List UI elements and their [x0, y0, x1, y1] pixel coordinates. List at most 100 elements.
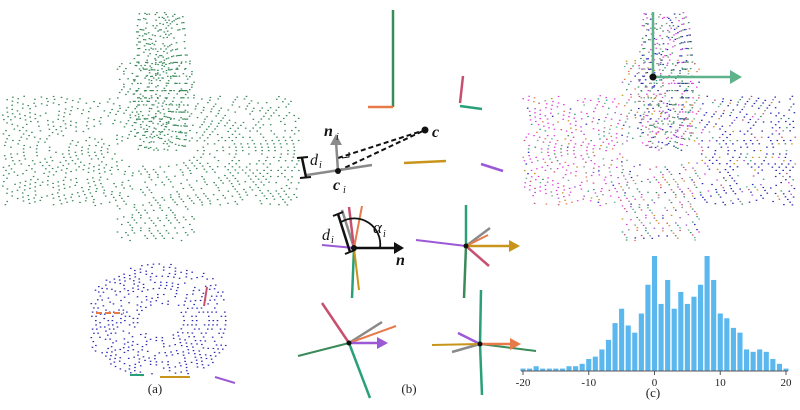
histogram-bar: [540, 368, 546, 371]
label-c: c: [432, 124, 439, 141]
lidar-scan-top: [2, 12, 300, 242]
star-center: [351, 245, 357, 251]
histogram-bar: [599, 349, 605, 371]
label-ni: n: [324, 123, 333, 140]
axis-n-arrowhead: [394, 242, 404, 254]
reference-arrowhead: [730, 70, 742, 84]
normal-arrow-ni: [334, 140, 340, 172]
star-gold: [353, 247, 360, 291]
label-di-sub: i: [319, 160, 322, 171]
segment-lines-a: [96, 286, 236, 384]
histogram-bars: [520, 256, 789, 372]
dashed-line-top: [337, 129, 426, 159]
label-ci-sub: i: [343, 185, 346, 196]
point-c: [421, 126, 429, 134]
segment-crimson-short: [458, 75, 465, 104]
star-right-orange: [465, 234, 489, 247]
star-orange: [353, 205, 363, 249]
histogram-bar: [619, 308, 625, 371]
star-br-gold: [431, 343, 481, 346]
star-right-arrowhead: [509, 240, 520, 252]
star-br-teal-down: [478, 343, 484, 396]
histogram-bar: [763, 351, 769, 371]
x-tick-label: 20: [781, 377, 793, 389]
distance-bar-di: [300, 157, 308, 178]
segment-purple: [214, 376, 236, 384]
histogram-bar: [724, 318, 730, 371]
segment-purple-mid: [480, 162, 504, 173]
star-right-teal-down: [462, 245, 468, 299]
star-bottom-left: [297, 302, 397, 399]
distance-cap-top-2: [332, 211, 344, 217]
histogram-bar: [586, 359, 592, 371]
histogram-bar: [566, 366, 572, 371]
label-alpha: α: [373, 218, 383, 237]
histogram-bar: [737, 332, 743, 371]
reference-origin: [649, 73, 657, 81]
star-bl-orange: [348, 325, 397, 344]
star-bottom-right: [431, 289, 537, 396]
histogram-bar: [717, 313, 723, 371]
histogram-bar: [671, 308, 677, 371]
star-teal: [350, 247, 356, 299]
histogram-bar: [592, 356, 598, 372]
label-ci: c: [333, 177, 340, 194]
histogram-bar: [625, 325, 631, 371]
star-bl-crimson: [320, 302, 351, 344]
star-br-arrowhead: [510, 338, 521, 350]
histogram-bar: [776, 363, 782, 371]
x-tick-label: -20: [516, 377, 531, 389]
dashed-line-bottom: [337, 129, 426, 172]
segment-teal-short: [459, 104, 483, 111]
star-br-crimson: [457, 331, 481, 346]
histogram-bar: [651, 256, 658, 371]
histogram-bar: [711, 279, 717, 371]
histogram-bar: [645, 284, 651, 371]
distance-diagram: n i c c i d i: [296, 123, 439, 196]
histogram-bar: [757, 349, 763, 371]
histogram-bar: [612, 323, 618, 371]
star-bl-arrowhead: [377, 337, 388, 349]
histogram-bar: [770, 359, 776, 371]
star-right-crimson: [465, 245, 490, 267]
angle-arc: [340, 217, 382, 249]
star-right-center: [463, 243, 469, 249]
histogram-bar: [684, 303, 690, 371]
histogram-bar: [691, 296, 697, 371]
segment-gold-mid: [403, 159, 447, 165]
histogram-bar: [665, 279, 671, 371]
histogram-bar: [632, 332, 638, 371]
label-ni-sub: i: [336, 132, 339, 143]
x-tick-label: -10: [581, 377, 596, 389]
histogram-bar: [553, 368, 559, 371]
label-di-2: d: [322, 227, 331, 244]
histogram-bar: [527, 368, 533, 371]
label-di: d: [310, 152, 319, 169]
distance-cap-bottom: [299, 176, 312, 179]
histogram-bar: [750, 351, 756, 371]
histogram-bar: [678, 291, 684, 371]
histogram-bar: [559, 368, 566, 371]
histogram-bar: [638, 313, 644, 371]
histogram-bar: [697, 284, 704, 371]
histogram-bar: [743, 349, 750, 371]
star-bl-teal: [347, 342, 372, 399]
star-bl-gold: [297, 342, 350, 357]
histogram-bar: [533, 366, 539, 371]
panel-b: n i c c i d i d i α i n: [296, 10, 537, 399]
reference-axes: [649, 12, 742, 84]
distance-bar-di-2: [336, 213, 352, 253]
distance-cap-top: [296, 156, 309, 159]
star-br-teal: [478, 289, 483, 345]
label-di-2-sub: i: [331, 235, 334, 246]
histogram-bar: [573, 366, 579, 371]
right-angle-mark: [341, 152, 350, 159]
point-ci: [335, 168, 341, 174]
star-br-center: [477, 341, 483, 347]
caption-a: (a): [148, 381, 162, 396]
histogram-bar: [658, 303, 664, 371]
label-alpha-sub: i: [383, 229, 386, 240]
